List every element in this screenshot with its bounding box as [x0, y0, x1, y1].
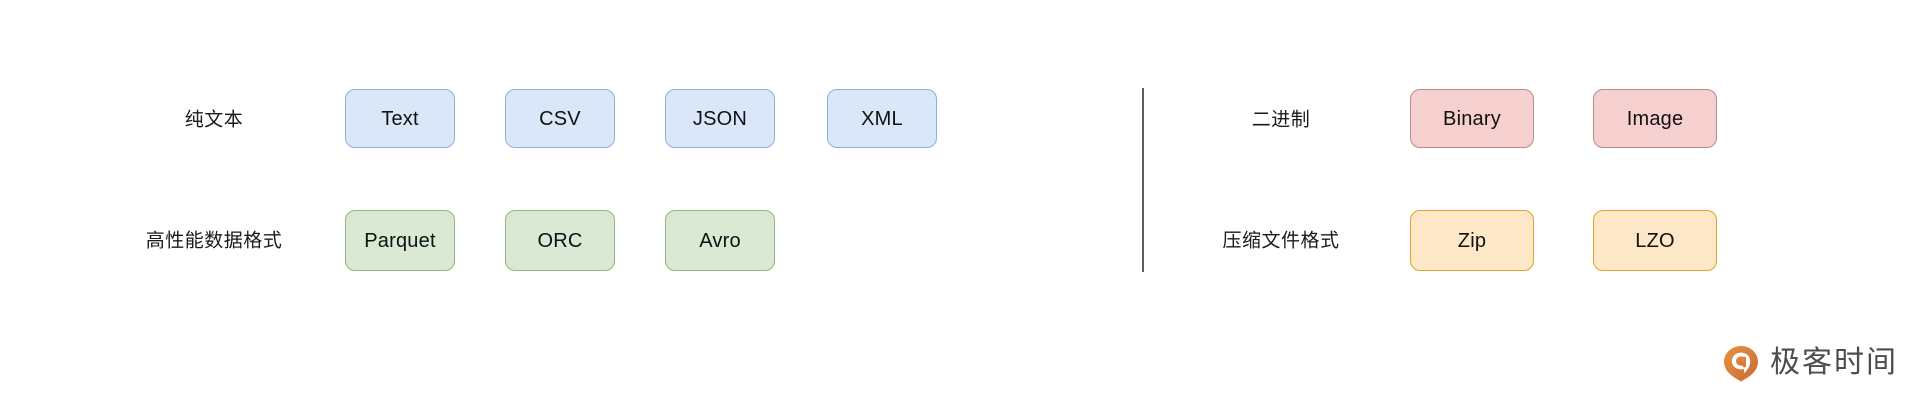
- section-divider: [1142, 88, 1144, 272]
- node-json[interactable]: JSON: [665, 89, 775, 148]
- node-label: JSON: [692, 107, 748, 130]
- node-label: Binary: [1443, 107, 1501, 130]
- node-label: Text: [381, 107, 419, 130]
- node-label: Image: [1626, 107, 1684, 130]
- group-label-high-performance-format: 高性能数据格式: [145, 229, 283, 252]
- group-label-compressed-format: 压缩文件格式: [1222, 229, 1340, 252]
- node-parquet[interactable]: Parquet: [345, 210, 455, 271]
- group-label-plain-text: 纯文本: [184, 108, 244, 131]
- geektime-logo-icon: [1722, 344, 1760, 382]
- node-label: Avro: [699, 229, 741, 252]
- node-image[interactable]: Image: [1593, 89, 1717, 148]
- node-label: Parquet: [364, 229, 436, 252]
- group-label-binary: 二进制: [1251, 108, 1311, 131]
- node-label: CSV: [539, 107, 581, 130]
- node-orc[interactable]: ORC: [505, 210, 615, 271]
- node-label: ORC: [537, 229, 583, 252]
- watermark-text: 极客时间: [1770, 345, 1898, 380]
- node-label: XML: [861, 107, 903, 130]
- node-zip[interactable]: Zip: [1410, 210, 1534, 271]
- node-xml[interactable]: XML: [827, 89, 937, 148]
- node-avro[interactable]: Avro: [665, 210, 775, 271]
- node-csv[interactable]: CSV: [505, 89, 615, 148]
- node-label: Zip: [1457, 229, 1487, 252]
- node-label: LZO: [1635, 229, 1675, 252]
- node-binary[interactable]: Binary: [1410, 89, 1534, 148]
- watermark: 极客时间: [1722, 344, 1898, 382]
- node-text[interactable]: Text: [345, 89, 455, 148]
- node-lzo[interactable]: LZO: [1593, 210, 1717, 271]
